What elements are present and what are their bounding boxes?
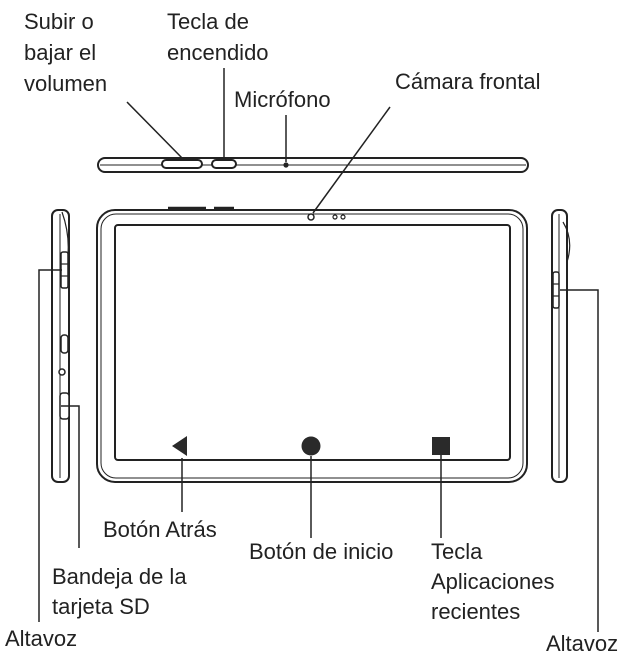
leader-front-camera bbox=[312, 106, 391, 214]
leader-volume bbox=[126, 101, 185, 161]
leader-speaker-right bbox=[560, 289, 599, 632]
tablet-right-side-view bbox=[551, 209, 571, 483]
usb-port bbox=[60, 334, 69, 354]
home-button-icon bbox=[301, 436, 321, 456]
sensor-dot bbox=[340, 214, 346, 220]
label-front-camera: Cámara frontal bbox=[395, 69, 541, 94]
tablet-front-view bbox=[96, 206, 528, 483]
label-microphone: Micrófono bbox=[234, 87, 331, 112]
headphone-jack bbox=[58, 368, 66, 376]
recent-apps-button-icon bbox=[432, 437, 450, 455]
leader-sd-tray bbox=[61, 405, 80, 548]
tablet-left-side-view bbox=[51, 209, 70, 483]
sensor-dot bbox=[332, 214, 338, 220]
tablet-top-view bbox=[97, 157, 529, 173]
back-button-icon bbox=[172, 436, 187, 456]
label-speaker-left: Altavoz bbox=[5, 626, 77, 651]
label-home-button: Botón de inicio bbox=[249, 539, 393, 564]
power-key-top bbox=[211, 159, 237, 169]
front-camera-lens bbox=[307, 213, 315, 221]
microphone-hole bbox=[283, 162, 289, 168]
label-speaker-right: Altavoz bbox=[546, 631, 618, 656]
volume-key-top bbox=[161, 159, 203, 169]
leader-lines bbox=[38, 68, 599, 632]
label-back-button: Botón Atrás bbox=[103, 517, 217, 542]
leader-speaker-left bbox=[38, 269, 62, 622]
screen bbox=[114, 224, 511, 461]
speaker-grille-left bbox=[60, 251, 69, 289]
speaker-grille-right bbox=[552, 271, 560, 309]
